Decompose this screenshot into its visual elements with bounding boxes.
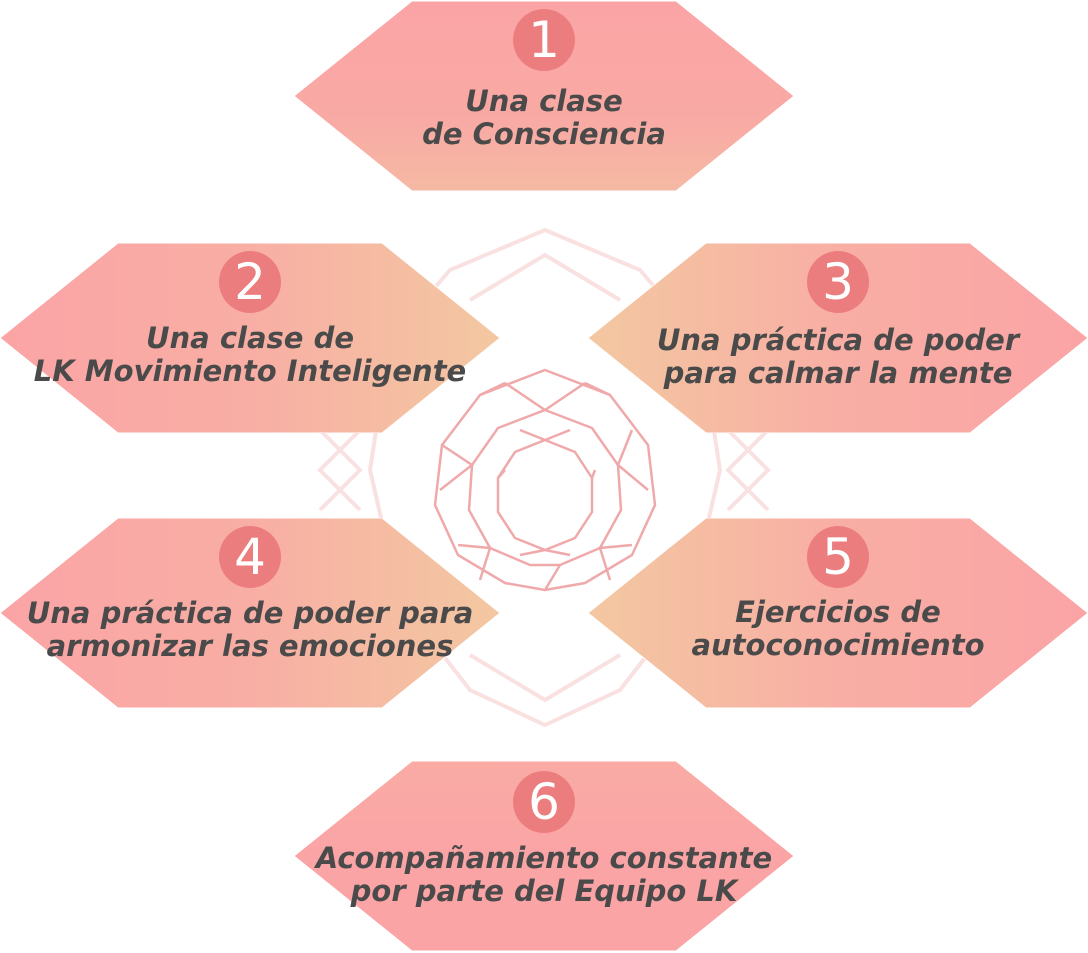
- step-4-card: 4 Una práctica de poder para armonizar l…: [0, 518, 500, 708]
- step-3-label-line2: para calmar la mente: [663, 356, 1013, 390]
- step-1-label-line2: de Consciencia: [422, 117, 666, 151]
- step-6-label-line2: por parte del Equipo LK: [350, 874, 738, 908]
- step-2-card: 2 Una clase de LK Movimiento Inteligente: [0, 243, 500, 433]
- step-5-label-line2: autoconocimiento: [691, 628, 985, 662]
- step-5-label: Ejercicios de autoconocimiento: [588, 596, 1088, 662]
- step-4-number-badge: 4: [219, 526, 281, 588]
- step-1-hexagon: [294, 1, 794, 191]
- step-3-label-line1: Una práctica de poder: [656, 323, 1020, 357]
- step-3-card: 3 Una práctica de poder para calmar la m…: [588, 243, 1088, 433]
- step-5-card: 5 Ejercicios de autoconocimiento: [588, 518, 1088, 708]
- step-2-number-badge: 2: [219, 251, 281, 313]
- step-3-hexagon: [588, 243, 1088, 433]
- step-6-card: 6 Acompañamiento constante por parte del…: [294, 761, 794, 951]
- step-4-hexagon: [0, 518, 500, 708]
- step-5-hexagon: [588, 518, 1088, 708]
- step-2-label-line1: Una clase de: [145, 321, 354, 355]
- step-1-number-badge: 1: [513, 9, 575, 71]
- step-5-label-line1: Ejercicios de: [735, 595, 941, 629]
- step-3-number-badge: 3: [807, 251, 869, 313]
- step-1-label-line1: Una clase: [465, 84, 623, 118]
- step-1-card: 1 Una clase de Consciencia: [294, 1, 794, 191]
- step-6-number-badge: 6: [513, 771, 575, 833]
- step-3-label: Una práctica de poder para calmar la men…: [588, 324, 1088, 390]
- step-4-label-line2: armonizar las emociones: [46, 629, 454, 663]
- step-1-label: Una clase de Consciencia: [294, 85, 794, 151]
- step-6-label: Acompañamiento constante por parte del E…: [294, 842, 794, 908]
- step-5-number-badge: 5: [807, 526, 869, 588]
- step-6-label-line1: Acompañamiento constante: [315, 841, 773, 875]
- step-4-label: Una práctica de poder para armonizar las…: [0, 597, 500, 663]
- step-4-label-line1: Una práctica de poder para: [26, 596, 474, 630]
- step-2-label: Una clase de LK Movimiento Inteligente: [0, 322, 500, 388]
- step-2-label-line2: LK Movimiento Inteligente: [33, 354, 467, 388]
- step-2-hexagon: [0, 243, 500, 433]
- step-6-hexagon: [294, 761, 794, 951]
